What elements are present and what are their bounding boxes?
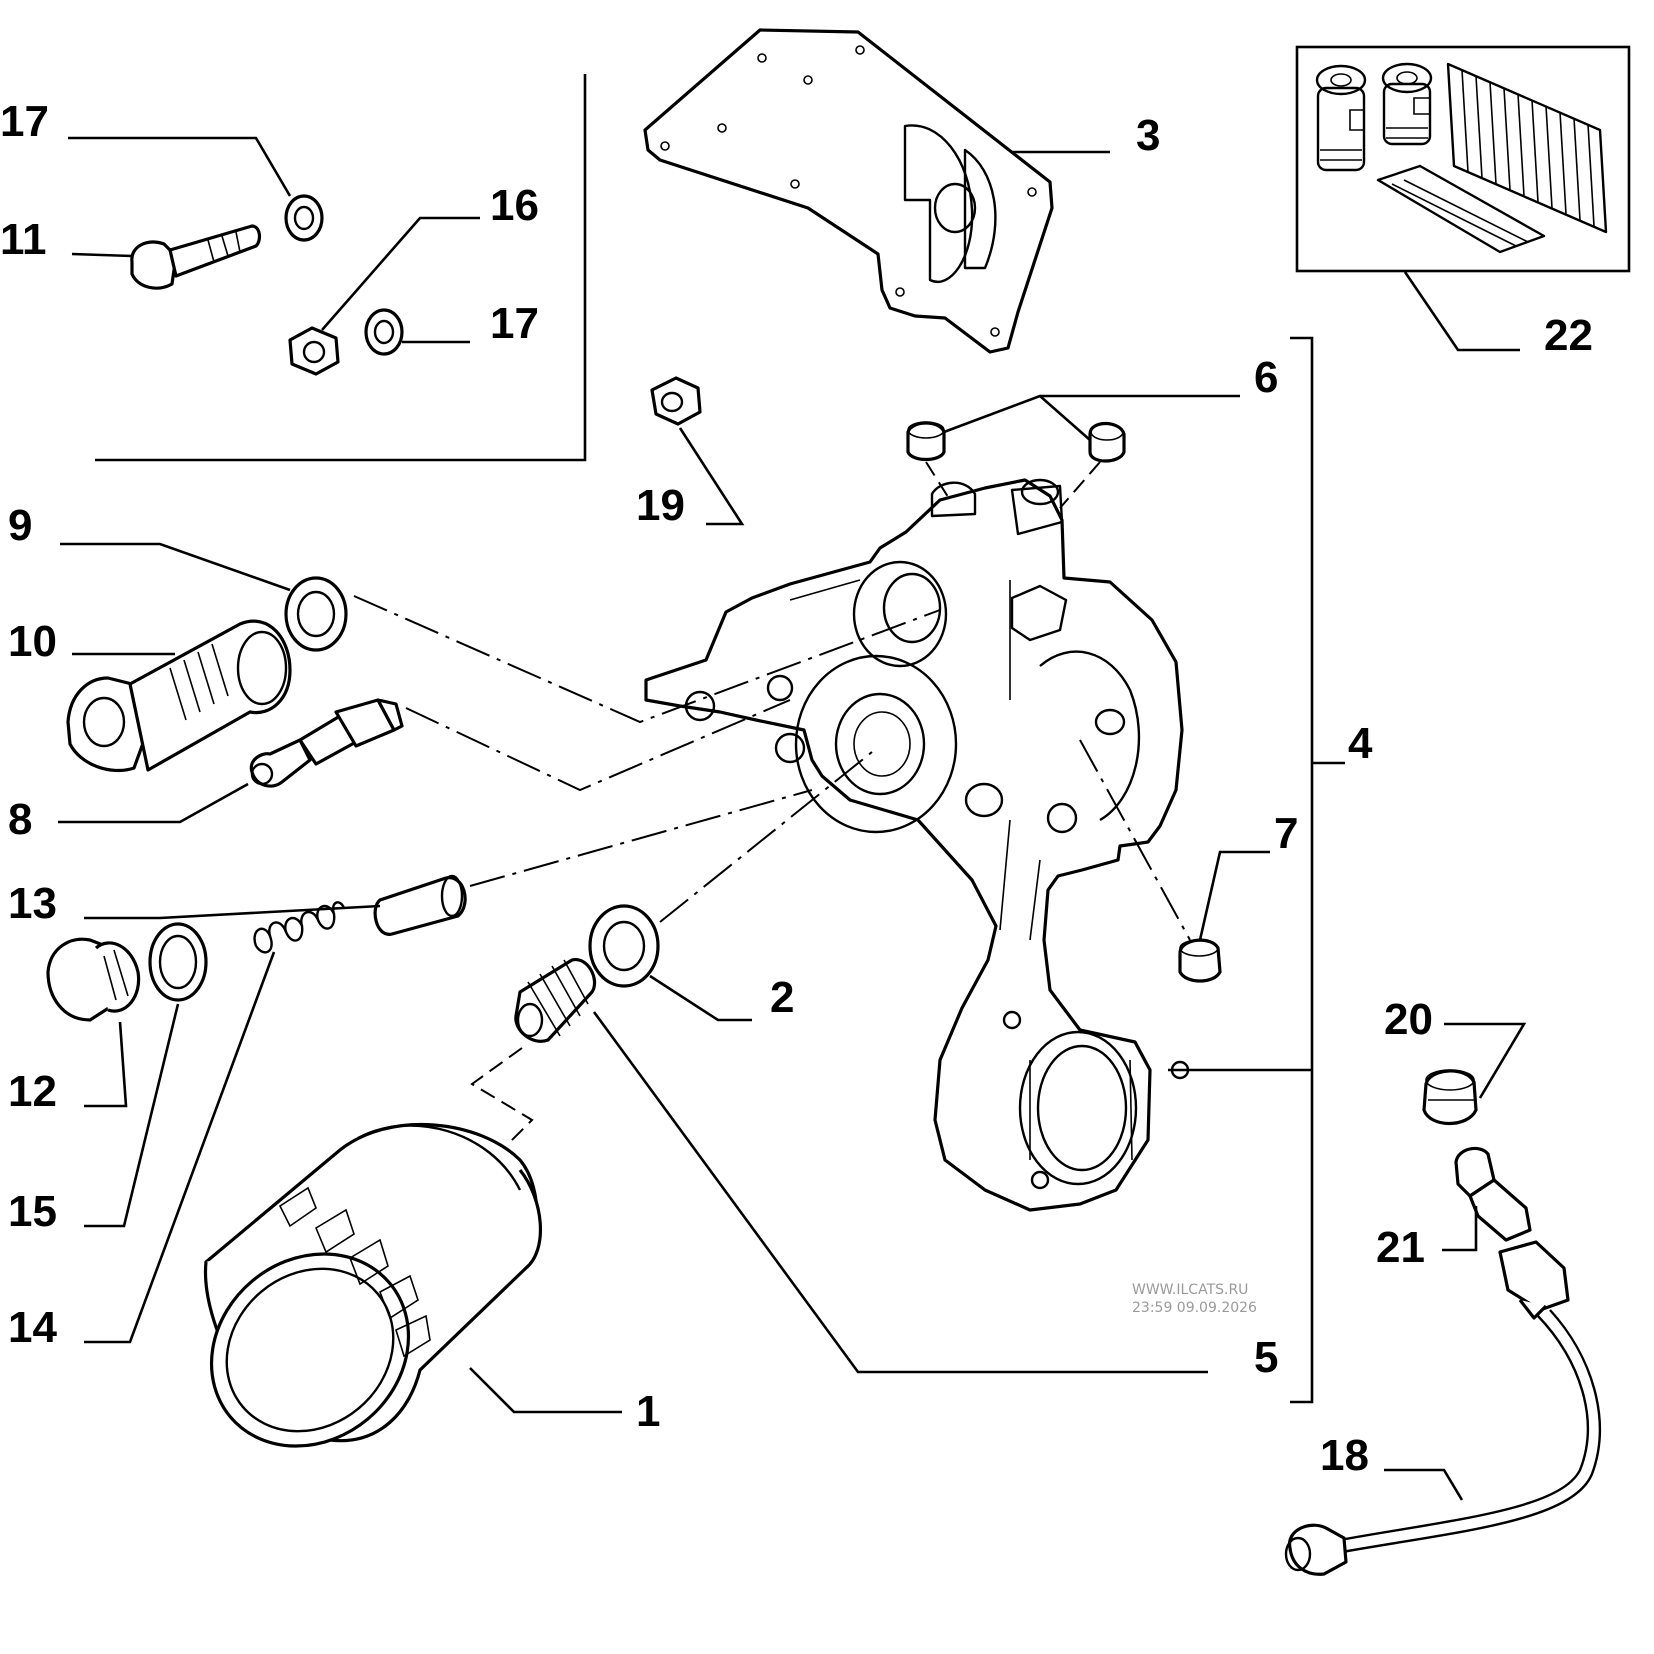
leader-17-top <box>68 136 292 197</box>
watermark-site: WWW.ILCATS.RU <box>1132 1282 1248 1298</box>
cover-plate-part <box>643 28 1054 354</box>
leader-11 <box>71 252 133 258</box>
threaded-nipple-part-5 <box>514 958 597 1043</box>
label-14: 14 <box>8 1303 57 1352</box>
wire-harness-part-18 <box>1284 1240 1601 1576</box>
inset-cabin-filter-icon <box>1376 164 1546 254</box>
group-bracket-right <box>1290 336 1345 1404</box>
spring-part-14 <box>253 901 346 954</box>
label-5: 5 <box>1254 1333 1278 1382</box>
plug-part-7 <box>1178 938 1222 983</box>
leader-2 <box>649 974 752 1022</box>
label-6: 6 <box>1254 353 1278 402</box>
plug-part-12 <box>46 937 141 1022</box>
label-4: 4 <box>1348 719 1373 768</box>
label-17-top: 17 <box>0 97 49 146</box>
leader-9 <box>60 542 291 592</box>
plug-part-6a <box>906 421 946 462</box>
label-3: 3 <box>1136 111 1160 160</box>
label-22: 22 <box>1544 311 1593 360</box>
watermark-timestamp: 23:59 09.09.2026 <box>1132 1300 1257 1316</box>
leader-15 <box>84 1003 180 1228</box>
label-21: 21 <box>1376 1223 1425 1272</box>
label-10: 10 <box>8 617 57 666</box>
nut-part-19 <box>650 376 702 426</box>
washer-part-15 <box>148 922 208 1002</box>
label-1: 1 <box>636 1387 660 1436</box>
nut-part-16 <box>288 326 340 376</box>
oil-filter-part-1 <box>203 1123 543 1448</box>
label-20: 20 <box>1384 995 1433 1044</box>
dashed-2 <box>659 751 873 923</box>
inset-air-filter-icon <box>1446 62 1608 234</box>
label-17-bottom: 17 <box>490 299 539 348</box>
dashed-6a <box>925 461 951 501</box>
leader-18 <box>1384 1468 1464 1501</box>
piston-part-13 <box>373 874 467 936</box>
leader-12 <box>84 1021 128 1108</box>
pressure-sender-part-8 <box>249 698 404 788</box>
label-7: 7 <box>1274 809 1298 858</box>
oil-filter-housing-part <box>644 478 1190 1212</box>
sensor-part-21 <box>1454 1146 1532 1242</box>
dashed-6b <box>1059 461 1101 509</box>
label-11: 11 <box>0 215 47 264</box>
label-9: 9 <box>8 501 32 550</box>
dashed-1-to-5 <box>470 1047 534 1145</box>
filter-kit-inset <box>1295 45 1631 273</box>
leader-22 <box>1403 271 1520 352</box>
leader-20 <box>1444 1022 1527 1099</box>
inset-oil-filter-icon <box>1315 64 1367 172</box>
leader-8 <box>58 782 249 824</box>
leader-6 <box>943 394 1240 441</box>
leader-14 <box>84 951 276 1344</box>
leader-7 <box>1198 850 1270 941</box>
bolt-part-11 <box>130 224 262 290</box>
washer-part-17-top <box>284 194 324 242</box>
label-18: 18 <box>1320 1431 1369 1480</box>
dashed-8 <box>405 699 791 792</box>
leader-13 <box>84 904 381 920</box>
leader-19 <box>678 427 745 526</box>
label-8: 8 <box>8 795 32 844</box>
inset-oil-filter-small-icon <box>1381 62 1433 146</box>
valve-part-10 <box>66 619 292 773</box>
label-2: 2 <box>770 973 794 1022</box>
plug-part-20 <box>1422 1069 1478 1125</box>
plug-part-6b <box>1088 421 1126 463</box>
leader-21 <box>1442 1206 1478 1252</box>
group-bracket-top-left <box>95 74 587 462</box>
washer-part-9 <box>284 576 348 652</box>
label-15: 15 <box>8 1187 57 1236</box>
leader-1 <box>469 1367 622 1414</box>
leader-5-nipple <box>592 1011 1208 1374</box>
label-12: 12 <box>8 1067 57 1116</box>
washer-part-2 <box>588 904 660 988</box>
dashed-13 <box>469 789 813 887</box>
label-19: 19 <box>636 481 685 530</box>
label-16: 16 <box>490 181 539 230</box>
leader-16 <box>321 216 480 331</box>
label-13: 13 <box>8 879 57 928</box>
dashed-7 <box>1079 739 1191 941</box>
washer-part-17-bottom <box>364 308 404 356</box>
dashed-9 <box>353 595 941 724</box>
